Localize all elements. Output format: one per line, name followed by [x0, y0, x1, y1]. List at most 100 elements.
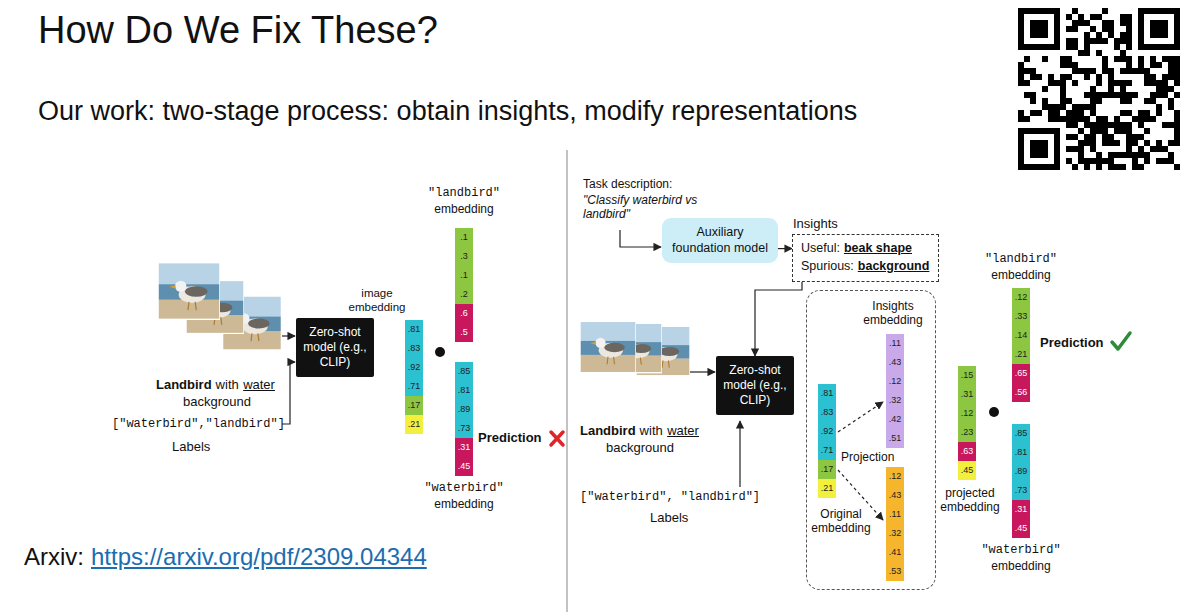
vector-value: .12 [886, 467, 904, 486]
embedding-name: projected embedding [935, 486, 1005, 515]
vector-value: .11 [886, 334, 904, 353]
vector-value: .45 [1012, 519, 1030, 538]
embedding-name: "landbird" [419, 186, 509, 200]
vector-value: .41 [886, 543, 904, 562]
vector-value: .1 [455, 228, 473, 247]
embedding-name: Original embedding [807, 507, 875, 536]
label-list: ["waterbird", "landbird"] [580, 490, 760, 504]
vector-value: .45 [958, 461, 976, 480]
vector-value: .6 [455, 304, 473, 323]
vector-value: .51 [886, 429, 904, 448]
vector-value: .92 [405, 358, 423, 377]
qr-finder-inner [1030, 140, 1048, 158]
vector-value: .1 [455, 266, 473, 285]
vector-value: .81 [818, 384, 836, 403]
dot-product [435, 347, 445, 357]
vector-value: .31 [1012, 500, 1030, 519]
box-text: Zero-shot model (e.g., CLIP) [300, 325, 370, 370]
flow-arrow [755, 282, 802, 356]
projection-region: Insights embeddingProjectionOriginal emb… [806, 290, 936, 590]
embedding-name: Projection [841, 450, 894, 464]
embedding-name: image embedding [348, 287, 406, 315]
qr-finder [1018, 128, 1060, 170]
vector-value: .12 [958, 404, 976, 423]
caption-word: Landbird [580, 423, 636, 439]
box-text: Auxiliary foundation model [666, 225, 774, 256]
vector-value: .43 [886, 353, 904, 372]
wrong-stroke [551, 432, 563, 445]
caption-word: water [243, 377, 275, 393]
insights-box: InsightsUseful:beak shapeSpurious:backgr… [792, 234, 939, 282]
prediction-label: Prediction [1040, 335, 1104, 351]
vector-value: .81 [405, 320, 423, 339]
vector-value: .14 [1012, 326, 1030, 345]
caption-word: water [667, 423, 699, 439]
box-heading: Insights [793, 216, 838, 232]
caption-word: Landbird [156, 377, 212, 393]
embedding-name: embedding [419, 202, 509, 216]
vector-value: .73 [455, 419, 473, 438]
qr-finder [1018, 8, 1060, 50]
vector-value: .32 [886, 391, 904, 410]
projection-arrow [838, 402, 883, 432]
qr-ground [1018, 8, 1180, 170]
panel-divider [566, 150, 567, 612]
bird-photo [158, 263, 220, 320]
model-box: Zero-shot model (e.g., CLIP) [296, 318, 374, 377]
wrong-mark [551, 432, 563, 445]
qr-finder-inner [1030, 20, 1048, 38]
input-arrow [739, 421, 740, 487]
bird-photo [580, 321, 636, 372]
embedding-name: "waterbird" [419, 481, 509, 495]
vector-value: .3 [455, 247, 473, 266]
model-box: Auxiliary foundation model [662, 218, 778, 263]
insight-text: background [858, 259, 930, 274]
vector-value: .73 [1012, 481, 1030, 500]
vector-value: .11 [886, 505, 904, 524]
caption-word: background [606, 440, 674, 456]
vector-value: .56 [1012, 383, 1030, 402]
vector-value: .32 [886, 524, 904, 543]
prediction-label: Prediction [478, 430, 542, 446]
input-photos [158, 263, 690, 376]
embedding-name: embedding [976, 268, 1066, 282]
vector-value: .85 [1012, 424, 1030, 443]
qr-finder-outer [1018, 128, 1060, 170]
task-label: Task description: [583, 177, 672, 191]
qr-finder-inner [1150, 20, 1168, 38]
vector-value: .53 [886, 562, 904, 581]
vector-value: .71 [405, 377, 423, 396]
insight-text: beak shape [844, 241, 912, 256]
correct-mark [1112, 333, 1130, 349]
vector-value: .5 [455, 323, 473, 342]
vector-value: .81 [455, 381, 473, 400]
label-caption: Labels [172, 439, 210, 455]
vector-value: .21 [405, 415, 423, 434]
vector-value: .17 [818, 460, 836, 479]
vector-value: .89 [455, 400, 473, 419]
embedding-name: Insights embedding [853, 299, 933, 328]
vector-value: .83 [405, 339, 423, 358]
vector-value: .2 [455, 285, 473, 304]
link-prefix: Arxiv: [24, 543, 84, 572]
vector-value: .81 [1012, 443, 1030, 462]
vector-value: .43 [886, 486, 904, 505]
vector-value: .42 [886, 410, 904, 429]
vector-value: .12 [886, 372, 904, 391]
subtitle: Our work: two-stage process: obtain insi… [38, 95, 857, 127]
vector-value: .71 [818, 441, 836, 460]
input-arrow [620, 230, 661, 247]
embedding-name: "waterbird" [976, 543, 1066, 557]
qr-code [1018, 8, 1180, 170]
qr-finder-gap [1024, 14, 1054, 44]
qr-finder-outer [1138, 8, 1180, 50]
qr-modules [1018, 8, 1180, 170]
insight-text: Spurious: [801, 259, 854, 274]
input-arrow [282, 362, 295, 424]
insight-text: Useful: [801, 241, 840, 256]
caption-word: with [216, 377, 239, 393]
input-arrow [690, 371, 715, 372]
vector-value: .23 [958, 423, 976, 442]
vector-value: .83 [818, 403, 836, 422]
embedding-name: embedding [976, 559, 1066, 573]
